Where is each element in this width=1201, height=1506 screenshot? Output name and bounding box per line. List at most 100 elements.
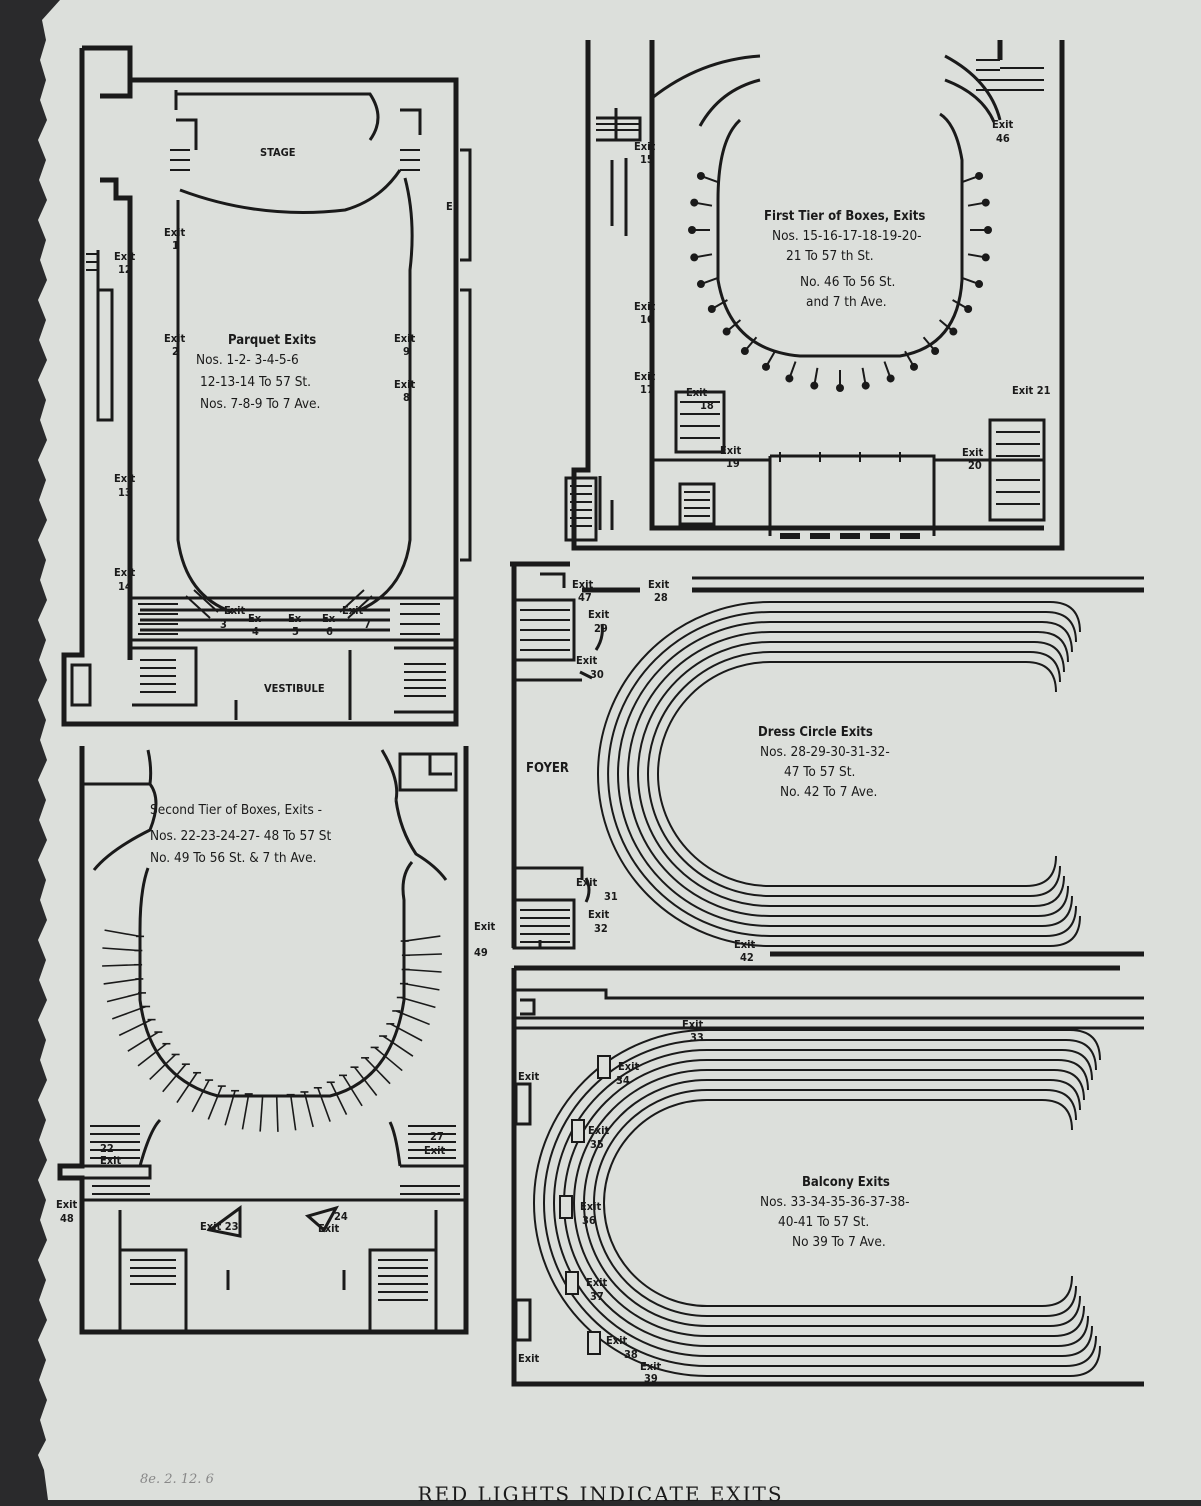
svg-text:1: 1 (172, 239, 179, 252)
svg-text:2: 2 (172, 345, 179, 358)
svg-text:Exit: Exit (572, 578, 594, 591)
svg-text:16: 16 (640, 313, 654, 326)
first-tier-line-4: and 7 th Ave. (806, 294, 887, 310)
seat-row (647, 651, 1061, 897)
seat-row (573, 1069, 1085, 1337)
svg-text:28: 28 (654, 591, 668, 604)
box-divider (207, 1085, 223, 1120)
svg-text:Exit: Exit (164, 226, 186, 239)
stage-label: STAGE (260, 146, 296, 159)
dress-circle-title: Dress Circle Exits (758, 725, 873, 740)
box-divider (317, 1087, 331, 1122)
dress-circle-plan: FOYER Dress Circle Exits Nos. 28-29-30-3… (510, 561, 1144, 964)
box-seat (964, 305, 973, 313)
parquet-line-2: 12-13-14 To 57 St. (200, 374, 311, 390)
svg-text:Exit: Exit (634, 300, 656, 313)
balcony-title: Balcony Exits (802, 1175, 890, 1190)
first-tier-line-3: No. 46 To 56 St. (800, 274, 895, 290)
svg-text:Exit: Exit (342, 604, 364, 617)
svg-text:Exit: Exit (634, 140, 656, 153)
box-seat (981, 253, 990, 262)
seat-row (597, 601, 1081, 947)
seat-row (637, 641, 1065, 907)
box-divider (162, 1063, 187, 1093)
svg-text:Exit: Exit (586, 1276, 608, 1289)
svg-text:4: 4 (252, 625, 259, 638)
box-seat (690, 198, 699, 207)
svg-text:35: 35 (590, 1138, 604, 1151)
exit-21-label: Exit 21 (1012, 384, 1051, 397)
box-divider (176, 1072, 198, 1104)
dress-circle-line-3: No. 42 To 7 Ave. (780, 784, 877, 800)
balcony-exit-left-top: Exit (518, 1070, 540, 1083)
box-divider (374, 1046, 403, 1072)
box-seat (810, 381, 819, 390)
box-divider (106, 992, 143, 1003)
svg-text:38: 38 (624, 1348, 638, 1361)
svg-text:47: 47 (578, 591, 592, 604)
parquet-plan: STAGE VESTIBULE Parquet Exits Nos. 1-2- … (61, 45, 472, 727)
exit-23-label: Exit 23 (200, 1220, 239, 1233)
exit-door (571, 1119, 585, 1143)
box-seat (688, 226, 696, 234)
second-tier-title: Second Tier of Boxes, Exits - (150, 802, 322, 818)
box-divider (389, 1023, 423, 1042)
box-divider (330, 1081, 348, 1115)
svg-text:Exit: Exit (720, 444, 742, 457)
box-divider (149, 1053, 177, 1081)
svg-text:24: 24 (334, 1210, 348, 1223)
first-tier-title: First Tier of Boxes, Exits (764, 209, 925, 224)
box-divider (403, 982, 440, 991)
svg-text:Exit: Exit (618, 1060, 640, 1073)
svg-text:Exit: Exit (318, 1222, 340, 1235)
dress-circle-line-1: Nos. 28-29-30-31-32- (760, 744, 890, 760)
foyer-label: FOYER (526, 761, 569, 776)
box-divider (103, 978, 140, 985)
svg-text:12: 12 (118, 263, 132, 276)
svg-text:32: 32 (594, 922, 608, 935)
svg-text:Exit: Exit (114, 472, 136, 485)
box-divider (259, 1095, 264, 1132)
box-seat (910, 362, 918, 371)
box-divider (303, 1091, 314, 1128)
second-tier-line-1: Nos. 22-23-24-27- 48 To 57 St (150, 828, 331, 844)
box-divider (111, 1005, 147, 1020)
first-tier-line-2: 21 To 57 th St. (786, 248, 874, 264)
svg-text:20: 20 (968, 459, 982, 472)
box-seat (707, 305, 716, 313)
svg-text:Exit: Exit (580, 1200, 602, 1213)
svg-text:Exit: Exit (164, 332, 186, 345)
second-tier-line-2: No. 49 To 56 St. & 7 th Ave. (150, 850, 316, 866)
svg-text:Exit: Exit (588, 908, 610, 921)
svg-text:Exit: Exit (734, 938, 756, 951)
box-seat (861, 381, 870, 390)
svg-text:Exit: Exit (56, 1198, 78, 1211)
second-tier-plan: Second Tier of Boxes, Exits - Nos. 22-23… (56, 746, 496, 1335)
balcony-exit-doors (559, 1055, 611, 1355)
svg-text:Exit: Exit (224, 604, 246, 617)
exit-door (565, 1271, 579, 1295)
seat-row (657, 661, 1057, 887)
svg-text:Ex: Ex (322, 612, 336, 625)
box-divider (342, 1074, 363, 1107)
